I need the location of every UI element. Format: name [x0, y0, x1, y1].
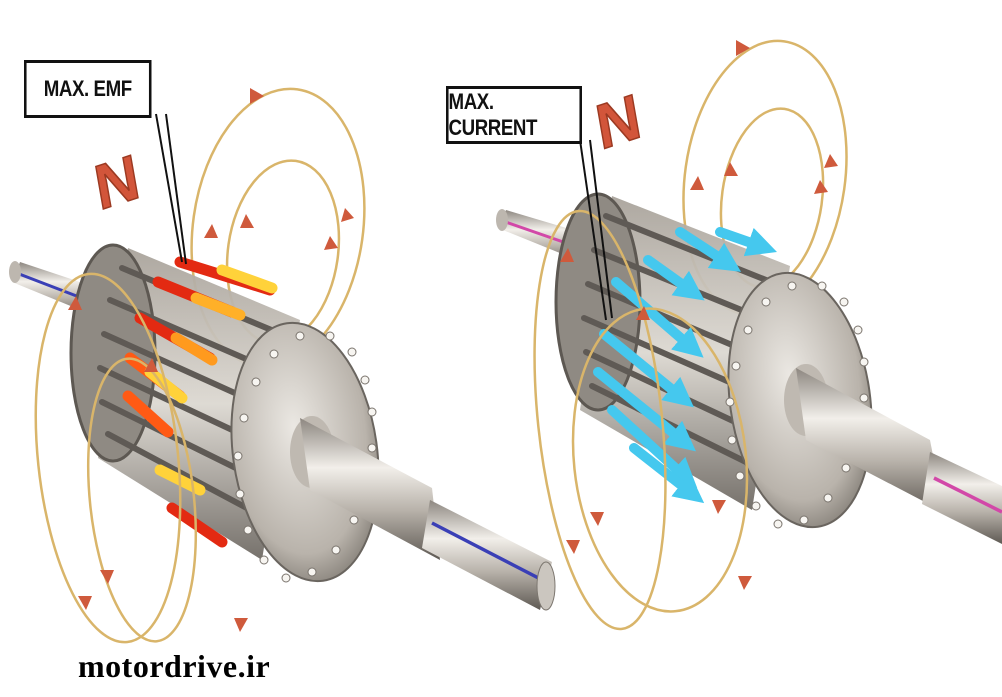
max-emf-label: MAX. EMF — [43, 76, 132, 101]
right-current-arrows — [593, 227, 777, 504]
watermark-text: motordrive.ir — [78, 648, 271, 684]
left-pole-letter: N — [90, 142, 145, 224]
right-callout-pointer — [579, 139, 613, 321]
max-current-label: MAX. CURRENT — [448, 89, 538, 140]
right-rotor: N — [496, 39, 1002, 631]
left-front-shaft — [300, 418, 556, 611]
left-rotor: N — [9, 87, 556, 644]
right-pole-letter: N — [591, 82, 646, 164]
max-current-callout: MAX. CURRENT — [446, 86, 582, 144]
right-front-shaft — [796, 368, 1002, 544]
right-field-arrows — [560, 40, 838, 590]
left-field-arrows — [68, 88, 354, 632]
left-field-loops-front — [34, 272, 198, 644]
left-callout-pointer — [155, 113, 187, 265]
max-emf-callout: MAX. EMF — [24, 60, 152, 118]
